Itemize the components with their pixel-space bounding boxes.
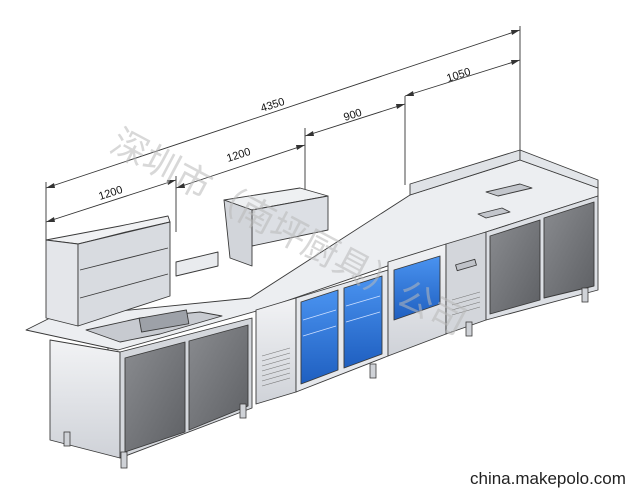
dim-right-label: 1050 [445, 66, 472, 85]
upper-shelf-front [45, 239, 79, 327]
ice-machine-window [393, 255, 441, 321]
fridge-shelves [302, 295, 381, 337]
right-backsplash [519, 149, 599, 189]
fridge-door-left [300, 289, 339, 385]
vent-grille [261, 347, 291, 387]
counter-body [25, 149, 599, 459]
dim-left-label: 1200 [97, 184, 124, 203]
right-glass-door-1 [489, 219, 541, 315]
right-glass-door-2 [543, 201, 595, 299]
small-shelf [175, 251, 219, 277]
ice-machine-vents [451, 291, 481, 316]
left-glass-door-2 [188, 324, 249, 431]
dim-ice-label: 900 [342, 107, 363, 124]
fridge-door-right [343, 275, 383, 369]
sink-grate [138, 309, 190, 333]
site-label: china.makepolo.com [470, 469, 626, 488]
left-glass-door-1 [124, 341, 186, 453]
ice-machine-handle [455, 258, 477, 272]
upper-shelf-side [77, 221, 171, 327]
dimension-arrows [46, 30, 520, 445]
right-well-2 [485, 183, 533, 197]
condiment-rack-leg [223, 199, 253, 267]
left-cabinet-front [49, 339, 121, 459]
dim-mid-label: 1200 [225, 146, 252, 165]
compressor-cabinet [255, 297, 297, 405]
legs [63, 287, 589, 469]
right-well-1 [477, 207, 511, 219]
